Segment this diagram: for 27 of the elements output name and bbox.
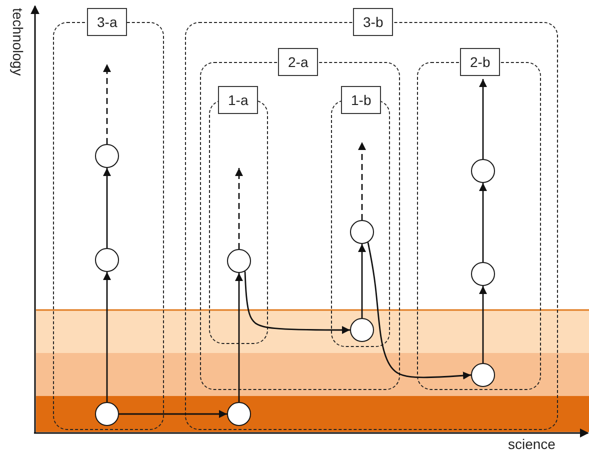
arrow [479, 79, 487, 159]
group-label: 1-a [218, 86, 258, 114]
arrow [235, 168, 243, 249]
group-label: 2-a [278, 48, 318, 76]
arrow [358, 142, 366, 220]
circle-node [471, 159, 495, 183]
arrow [103, 272, 111, 402]
arrow [358, 244, 366, 318]
arrow [235, 273, 243, 402]
arrow [103, 168, 111, 248]
group-label: 3-b [353, 8, 394, 36]
axis-label: science [508, 436, 556, 452]
circle-node [227, 249, 251, 273]
circle-node [350, 220, 374, 244]
arrow [367, 242, 472, 380]
group-label: 2-b [460, 48, 500, 76]
group-label: 3-a [87, 8, 128, 36]
circle-node [471, 262, 495, 286]
circle-node [95, 144, 119, 168]
arrow [103, 64, 111, 144]
circle-node [95, 248, 119, 272]
arrow [479, 183, 487, 262]
arrow [119, 410, 227, 418]
arrow [244, 271, 350, 334]
group-label: 1-b [341, 86, 382, 114]
arrow [479, 286, 487, 363]
axis-label: technology [10, 8, 26, 76]
